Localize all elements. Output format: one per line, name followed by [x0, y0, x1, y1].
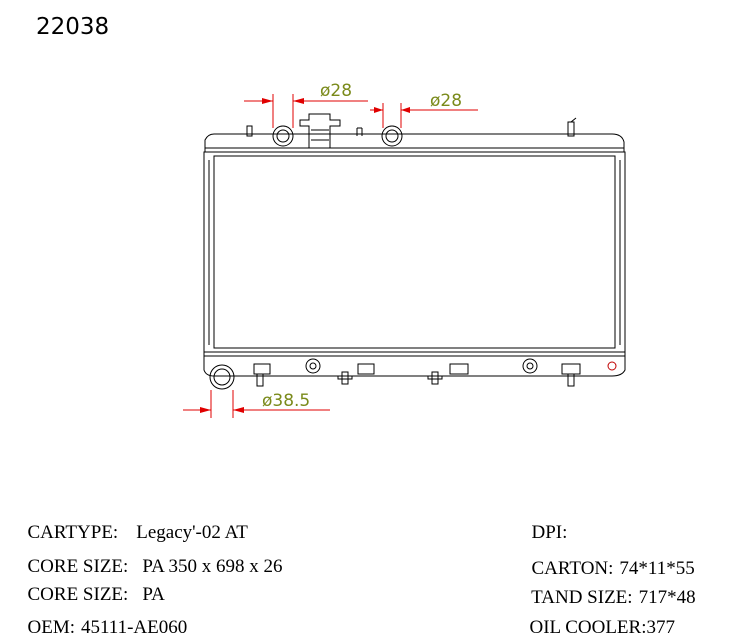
spec-value: PA 350 x 698 x 26 [142, 556, 283, 577]
spec-label: CARTYPE: [27, 522, 119, 543]
spec-tand-size: TAND SIZE:717*48 [522, 565, 696, 609]
spec-carton: CARTON:74*11*55 [522, 536, 695, 580]
spec-value: 717*48 [638, 587, 696, 608]
spec-label: CORE SIZE: [27, 556, 129, 577]
core [203, 151, 626, 353]
spec-label: CARTON: [531, 558, 614, 579]
spec-cartype: CARTYPE: Legacy'-02 AT [18, 500, 248, 544]
part-number: 22038 [36, 14, 110, 40]
bottom-tank [203, 351, 626, 390]
outlet-diameter: ø38.5 [262, 391, 310, 411]
spec-label: DPI: [531, 522, 568, 543]
drain-plug-icon [607, 361, 617, 371]
dimension-lines [183, 94, 478, 418]
spec-value: Legacy'-02 AT [136, 522, 248, 543]
inlet-2-diameter: ø28 [430, 91, 462, 111]
spec-oil-cooler: OIL COOLER:377 [520, 595, 675, 639]
spec-label: TAND SIZE: [531, 587, 633, 608]
spec-oem: OEM:45111-AE060 [18, 595, 188, 639]
inlet-1-diameter: ø28 [320, 81, 352, 101]
spec-value: PA [142, 584, 165, 605]
spec-core-size: CORE SIZE: PA 350 x 698 x 26 [18, 534, 283, 578]
top-tank [204, 113, 625, 153]
spec-core-size-2: CORE SIZE: PA [18, 562, 165, 606]
spec-label: CORE SIZE: [27, 584, 129, 605]
spec-value: 74*11*55 [619, 558, 695, 579]
spec-dpi: DPI: [522, 500, 568, 544]
